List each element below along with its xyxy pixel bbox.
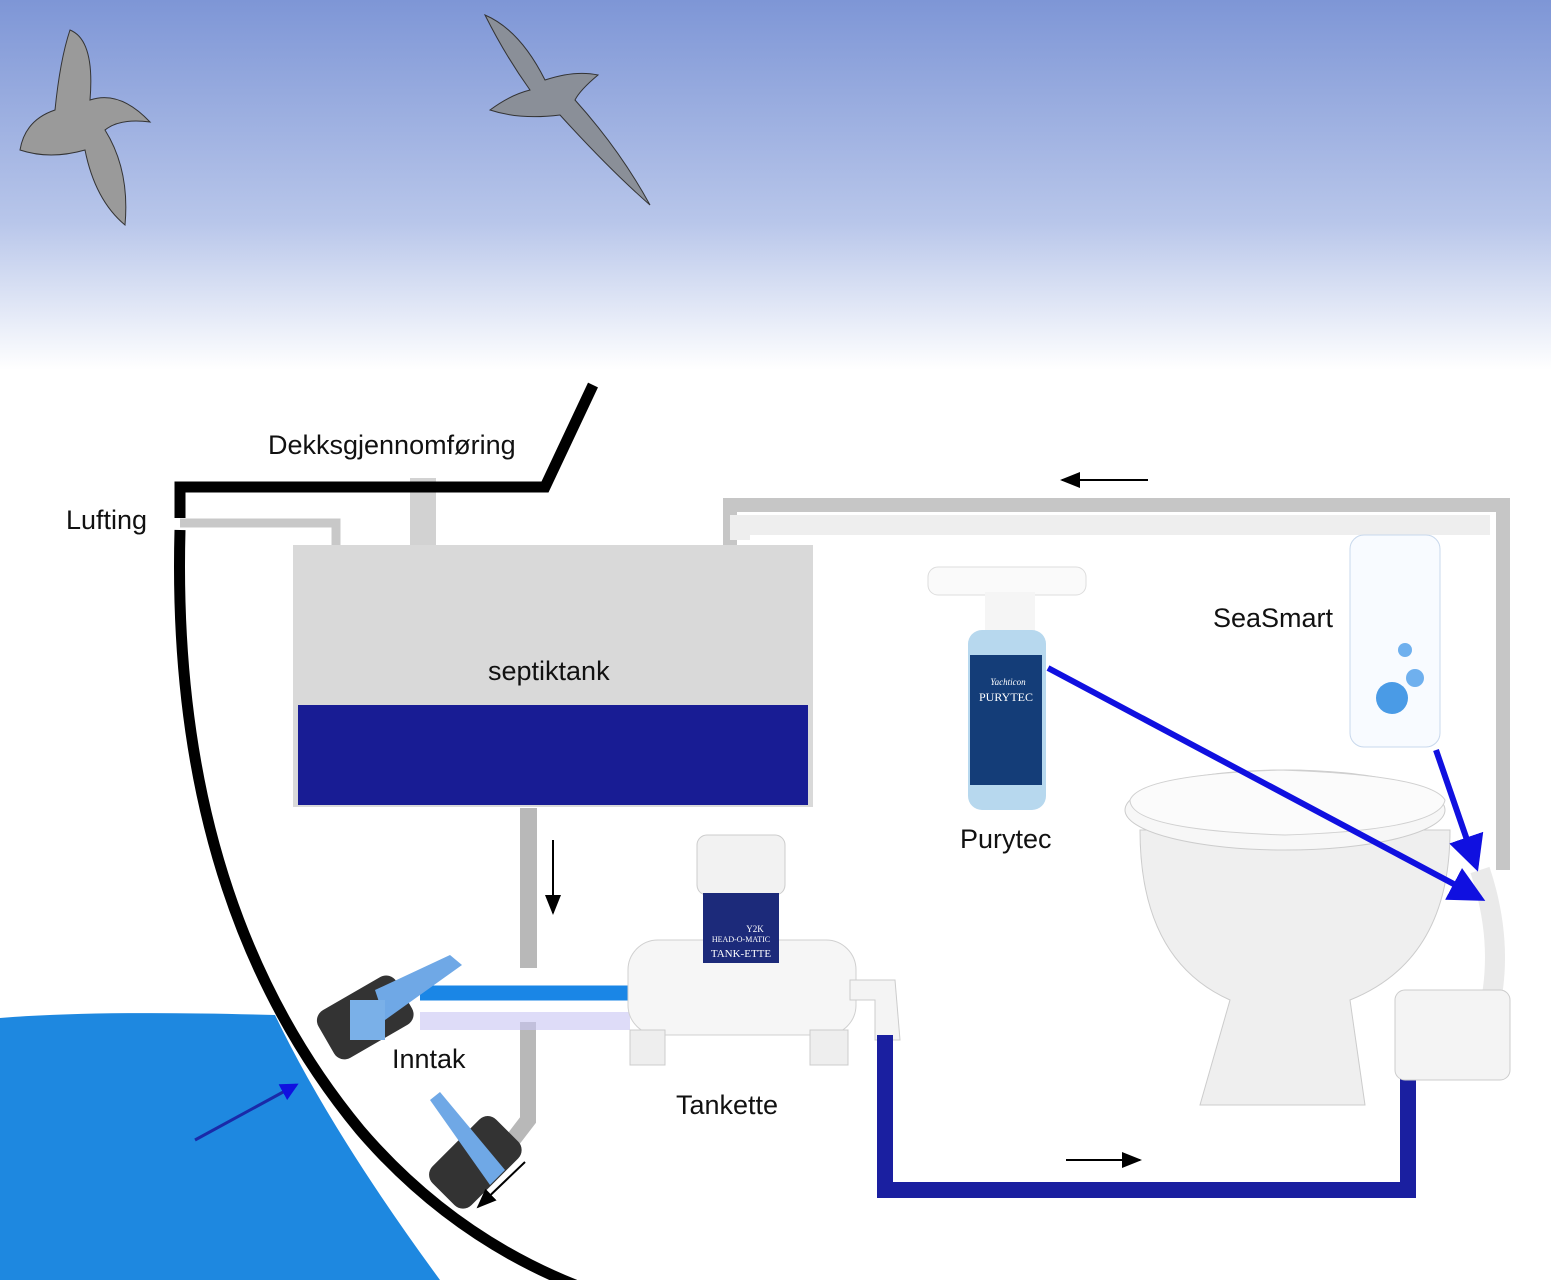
toilet	[1124, 769, 1511, 1106]
vent-pipe	[180, 518, 341, 548]
hull	[174, 382, 598, 518]
tankette-label: Tankette	[676, 1090, 779, 1120]
hull-curve	[174, 529, 578, 1280]
tankette-logo-head-o-matic: HEAD-O-MATIC	[712, 935, 770, 944]
return-pipe-shadow	[730, 515, 1490, 540]
intake-label: Inntak	[392, 1044, 466, 1074]
sky	[0, 0, 1551, 370]
tankette: Y2K HEAD-O-MATIC TANK-ETTE	[627, 834, 901, 1066]
seasmart-label: SeaSmart	[1213, 603, 1334, 633]
discharge-valve[interactable]	[424, 1092, 527, 1214]
tankette-logo-tank-ette: TANK-ETTE	[711, 948, 771, 960]
purytec-bottle: Yachticon PURYTEC	[927, 566, 1087, 810]
seagull-icon	[19, 29, 152, 226]
seasmart-unit	[1349, 534, 1441, 748]
sea	[0, 1013, 440, 1280]
deck-fitting-label: Dekksgjennomføring	[268, 430, 516, 460]
seasmart-dose-arrow	[1433, 749, 1484, 872]
purytec-logo-purytec: PURYTEC	[979, 690, 1033, 704]
septic-tank-label: septiktank	[488, 656, 610, 686]
seagull-icon	[483, 14, 651, 206]
tankette-logo-y2k: Y2K	[746, 924, 764, 934]
toilet-intake-pipe	[877, 1035, 1416, 1198]
discharge-pipe	[498, 1022, 536, 1155]
purytec-label: Purytec	[960, 824, 1052, 854]
tank-contents	[298, 705, 808, 805]
vent-label: Lufting	[66, 505, 148, 535]
intake-valve[interactable]	[313, 955, 462, 1064]
tank-outlet-pipe	[520, 808, 537, 968]
seawater-inlet-arrow	[194, 1083, 299, 1142]
intake-glow	[420, 1012, 630, 1030]
flow-arrow-discharge	[476, 1161, 526, 1209]
tankette-product-label	[703, 893, 779, 963]
purytec-logo-yachticon: Yachticon	[990, 677, 1026, 687]
purytec-dose-arrow	[1046, 665, 1486, 901]
